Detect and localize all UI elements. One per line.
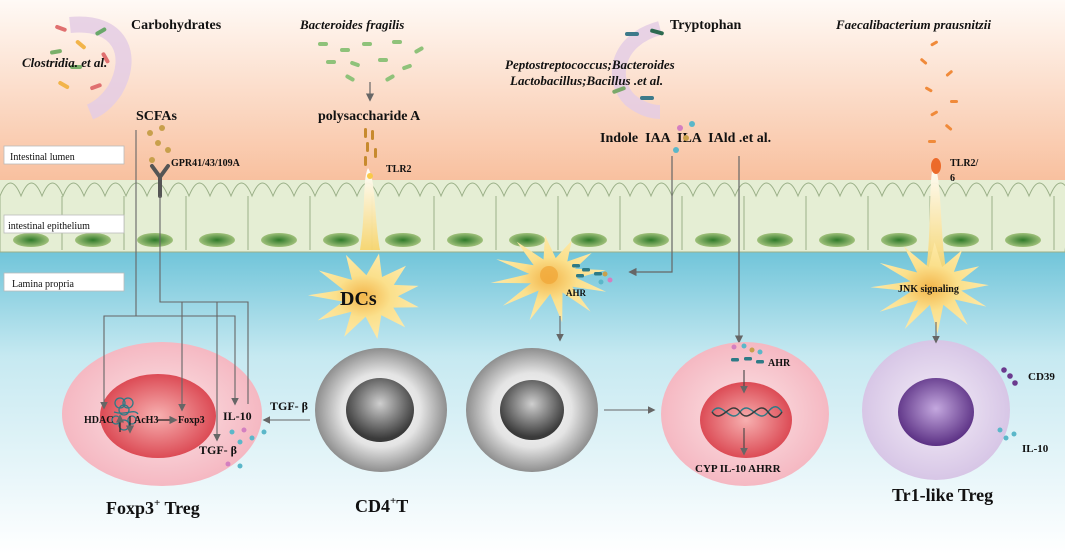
- layer-label-lumen: Intestinal lumen: [3, 145, 125, 165]
- epithelial-nucleus: [1005, 233, 1041, 247]
- epithelium-layer: [0, 180, 1065, 253]
- dendritic-cell-main: [308, 253, 419, 339]
- jnk-label: JNK signaling: [898, 284, 959, 295]
- layer-label-lamina: Lamina propria: [3, 272, 125, 292]
- epithelial-nucleus: [695, 233, 731, 247]
- scfa-dots: [147, 125, 171, 163]
- epithelial-nucleus: [571, 233, 607, 247]
- svg-text:Intestinal lumen: Intestinal lumen: [10, 152, 75, 163]
- layer-label-epithelium: intestinal epithelium: [3, 214, 125, 234]
- tr1-treg-label: Tr1-like Treg: [892, 485, 993, 505]
- tryptophan-label: Tryptophan: [670, 18, 742, 33]
- pepto-label-1: Peptostreptococcus;Bacteroides: [505, 57, 675, 72]
- bfragilis-bacteria: [318, 40, 424, 82]
- epithelial-nucleus: [943, 233, 979, 247]
- il10-tr1-label: IL-10: [1022, 443, 1049, 455]
- cd4-t-cell: [315, 348, 447, 472]
- tlr2-label: TLR2: [386, 164, 412, 175]
- il10-treg-label: IL-10: [223, 409, 252, 423]
- bfragilis-label: Bacteroides fragilis: [299, 17, 404, 32]
- ahr-activated-cell: [661, 342, 829, 486]
- epithelial-nucleus: [75, 233, 111, 247]
- dna-helix-icon: [711, 406, 783, 418]
- dcs-label: DCs: [340, 288, 377, 310]
- tgfb-arrow-label: TGF- β: [270, 399, 308, 413]
- cd4-t-label: CD4+T: [355, 495, 408, 516]
- clostridia-bacteria: [50, 24, 110, 91]
- clostridia-label: Clostridia. et al.: [22, 55, 107, 70]
- epithelial-nucleus: [13, 233, 49, 247]
- ahr-dc-label: AHR: [566, 288, 587, 298]
- tlr26-label-1: TLR2/: [950, 158, 979, 169]
- epithelial-nucleus: [881, 233, 917, 247]
- ahr-cell-label: AHR: [768, 358, 791, 369]
- pepto-label-2: Lactobacillus;Bacillus .et al.: [509, 73, 663, 88]
- epithelial-nucleus: [385, 233, 421, 247]
- tryptophan-arc: [611, 21, 663, 119]
- epithelial-nucleus: [447, 233, 483, 247]
- naive-t-cell: [466, 348, 598, 472]
- dendritic-cell-jnk: [870, 242, 989, 334]
- scfas-label: SCFAs: [136, 109, 178, 124]
- indole-dots: [673, 121, 695, 153]
- psa-label: polysaccharide A: [318, 109, 421, 124]
- foxp3-gene-label: Foxp3: [178, 415, 205, 426]
- treg-secreted-dots: [225, 427, 267, 469]
- carbohydrate-arc: [69, 16, 132, 120]
- dendritic-cell-ahr: [490, 235, 613, 323]
- faecali-label: Faecalibacterium prausnitzii: [835, 17, 991, 32]
- epithelial-nucleus: [323, 233, 359, 247]
- epithelial-nucleus: [819, 233, 855, 247]
- epithelial-nucleus: [757, 233, 793, 247]
- hdac-label: HDAC: [84, 415, 113, 426]
- ach3-label: AcH3: [134, 415, 158, 426]
- svg-text:intestinal epithelium: intestinal epithelium: [8, 221, 90, 232]
- epithelial-nucleus: [509, 233, 545, 247]
- gpr-receptor-icon: [150, 164, 170, 198]
- scfa-pathway-arrows: [100, 130, 249, 442]
- ahr-target-genes-label: CYP IL-10 AHRR: [695, 463, 782, 475]
- tlr26-label-2: 6: [950, 173, 955, 184]
- epithelial-nucleus: [137, 233, 173, 247]
- foxp3-treg-label: Foxp3+ Treg: [106, 497, 200, 518]
- tryptophan-bacteria: [612, 28, 664, 100]
- faecali-bacteria: [920, 40, 958, 143]
- tr1-il10-dots: [997, 427, 1017, 441]
- gpr-label: GPR41/43/109A: [171, 158, 241, 169]
- carbohydrates-label: Carbohydrates: [131, 18, 222, 33]
- tr1-treg-cell: [862, 340, 1010, 480]
- epithelial-nucleus: [633, 233, 669, 247]
- epithelial-nucleus: [199, 233, 235, 247]
- arrow-indole-to-dc: [628, 156, 673, 277]
- psa-particles: [364, 128, 377, 166]
- cd39-label: CD39: [1028, 371, 1055, 383]
- tlr26-receptor-icon: [926, 158, 946, 270]
- epithelial-nucleus: [261, 233, 297, 247]
- tlr2-receptor-icon: [360, 168, 380, 250]
- foxp3-treg-cell: [62, 342, 262, 486]
- cd39-marker-icon: [1001, 367, 1018, 386]
- svg-text:Lamina propria: Lamina propria: [12, 279, 74, 290]
- lumen-background: [0, 0, 1065, 190]
- tgfb-treg-label: TGF- β: [199, 443, 237, 457]
